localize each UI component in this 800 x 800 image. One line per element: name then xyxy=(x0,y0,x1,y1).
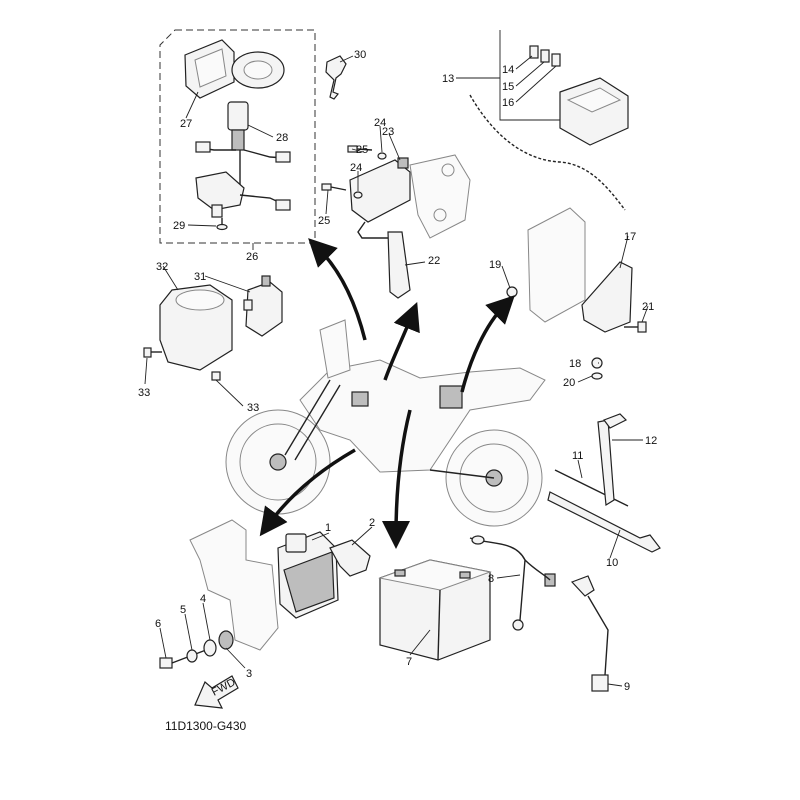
callout-4: 4 xyxy=(200,593,206,605)
flow-arrow-to-main-switch xyxy=(308,238,367,341)
fuel-cap xyxy=(231,51,285,89)
leader-lines xyxy=(144,30,649,687)
callout-30: 30 xyxy=(354,49,366,61)
callout-33-left: 33 xyxy=(138,387,150,399)
callout-31: 31 xyxy=(194,271,206,283)
callout-2: 2 xyxy=(369,517,375,529)
callout-1: 1 xyxy=(325,522,331,534)
callout-32: 32 xyxy=(156,261,168,273)
flow-arrow-to-coil xyxy=(383,302,420,381)
wire-harness-13 xyxy=(469,77,629,211)
callout-9: 9 xyxy=(624,681,630,693)
ignition-coil-23 xyxy=(349,154,471,239)
callout-19: 19 xyxy=(489,259,501,271)
callout-11: 11 xyxy=(572,450,583,462)
callout-14: 14 xyxy=(502,64,514,76)
callout-6: 6 xyxy=(155,618,161,630)
bracket-2 xyxy=(329,539,371,577)
main-switch-31 xyxy=(243,275,283,337)
callout-5: 5 xyxy=(180,604,186,616)
flow-arrow-to-regulator xyxy=(259,448,356,537)
fuse-15 xyxy=(540,49,550,63)
callout-12: 12 xyxy=(645,435,657,447)
collar-4 xyxy=(203,639,217,657)
callout-25-top: 25 xyxy=(356,144,368,156)
cover-32 xyxy=(159,284,233,371)
callout-15: 15 xyxy=(502,81,514,93)
washer-24-top xyxy=(377,152,387,160)
callout-labels: 1 2 3 4 5 6 7 8 9 10 11 12 13 14 15 16 1… xyxy=(138,49,657,693)
screw-33-left xyxy=(143,347,162,358)
callout-17: 17 xyxy=(624,231,636,243)
mounting-bracket xyxy=(189,519,279,651)
forward-direction-arrow: FWD xyxy=(194,675,239,709)
plug-cap-22 xyxy=(357,221,411,299)
callout-24-bottom: 24 xyxy=(350,162,362,174)
callout-25-bottom: 25 xyxy=(318,215,330,227)
callout-24-top: 24 xyxy=(374,117,386,129)
motorcycle-illustration xyxy=(225,319,546,527)
bolt-25-bottom xyxy=(321,183,347,191)
main-switch-kit-frame xyxy=(159,29,316,244)
fuse-16 xyxy=(551,53,561,67)
flow-arrow-to-battery xyxy=(382,409,412,549)
rectifier-regulator-1 xyxy=(277,531,339,619)
screw-29 xyxy=(216,218,228,231)
washer-24-bottom xyxy=(353,191,363,199)
band-11 xyxy=(554,469,629,507)
callout-21: 21 xyxy=(642,301,654,313)
nut-18 xyxy=(591,357,603,369)
callout-10: 10 xyxy=(606,557,618,569)
immobilizer-unit-27 xyxy=(184,39,235,99)
bracket-17 xyxy=(581,261,633,333)
callout-3: 3 xyxy=(246,668,252,680)
callout-7: 7 xyxy=(406,656,412,668)
callout-26: 26 xyxy=(246,251,258,263)
washer-20 xyxy=(591,372,603,380)
flow-arrow-to-ecu xyxy=(460,295,515,393)
battery-7 xyxy=(378,559,492,661)
main-switch-28 xyxy=(195,101,291,218)
callout-18: 18 xyxy=(569,358,581,370)
callout-13: 13 xyxy=(442,73,454,85)
callout-27: 27 xyxy=(180,118,192,130)
callout-33-bottom: 33 xyxy=(247,402,259,414)
ecu-unit xyxy=(527,207,586,323)
nut-19 xyxy=(506,286,518,298)
washer-5 xyxy=(186,649,198,663)
screw-33-bottom xyxy=(211,371,221,381)
callout-20: 20 xyxy=(563,377,575,389)
callout-16: 16 xyxy=(502,97,514,109)
damper-3 xyxy=(218,630,234,650)
diagram-reference-code: 11D1300-G430 xyxy=(165,719,246,733)
clamp-12 xyxy=(597,413,628,507)
callout-8: 8 xyxy=(488,573,494,585)
callout-22: 22 xyxy=(428,255,440,267)
callout-28: 28 xyxy=(276,132,288,144)
battery-cable-8 xyxy=(469,535,556,631)
battery-cable-9 xyxy=(570,575,609,692)
callout-29: 29 xyxy=(173,220,185,232)
fuse-14 xyxy=(529,45,539,59)
bolt-6 xyxy=(159,649,207,669)
band-10 xyxy=(547,491,661,553)
callout-23: 23 xyxy=(382,126,394,138)
key-30 xyxy=(325,55,347,100)
